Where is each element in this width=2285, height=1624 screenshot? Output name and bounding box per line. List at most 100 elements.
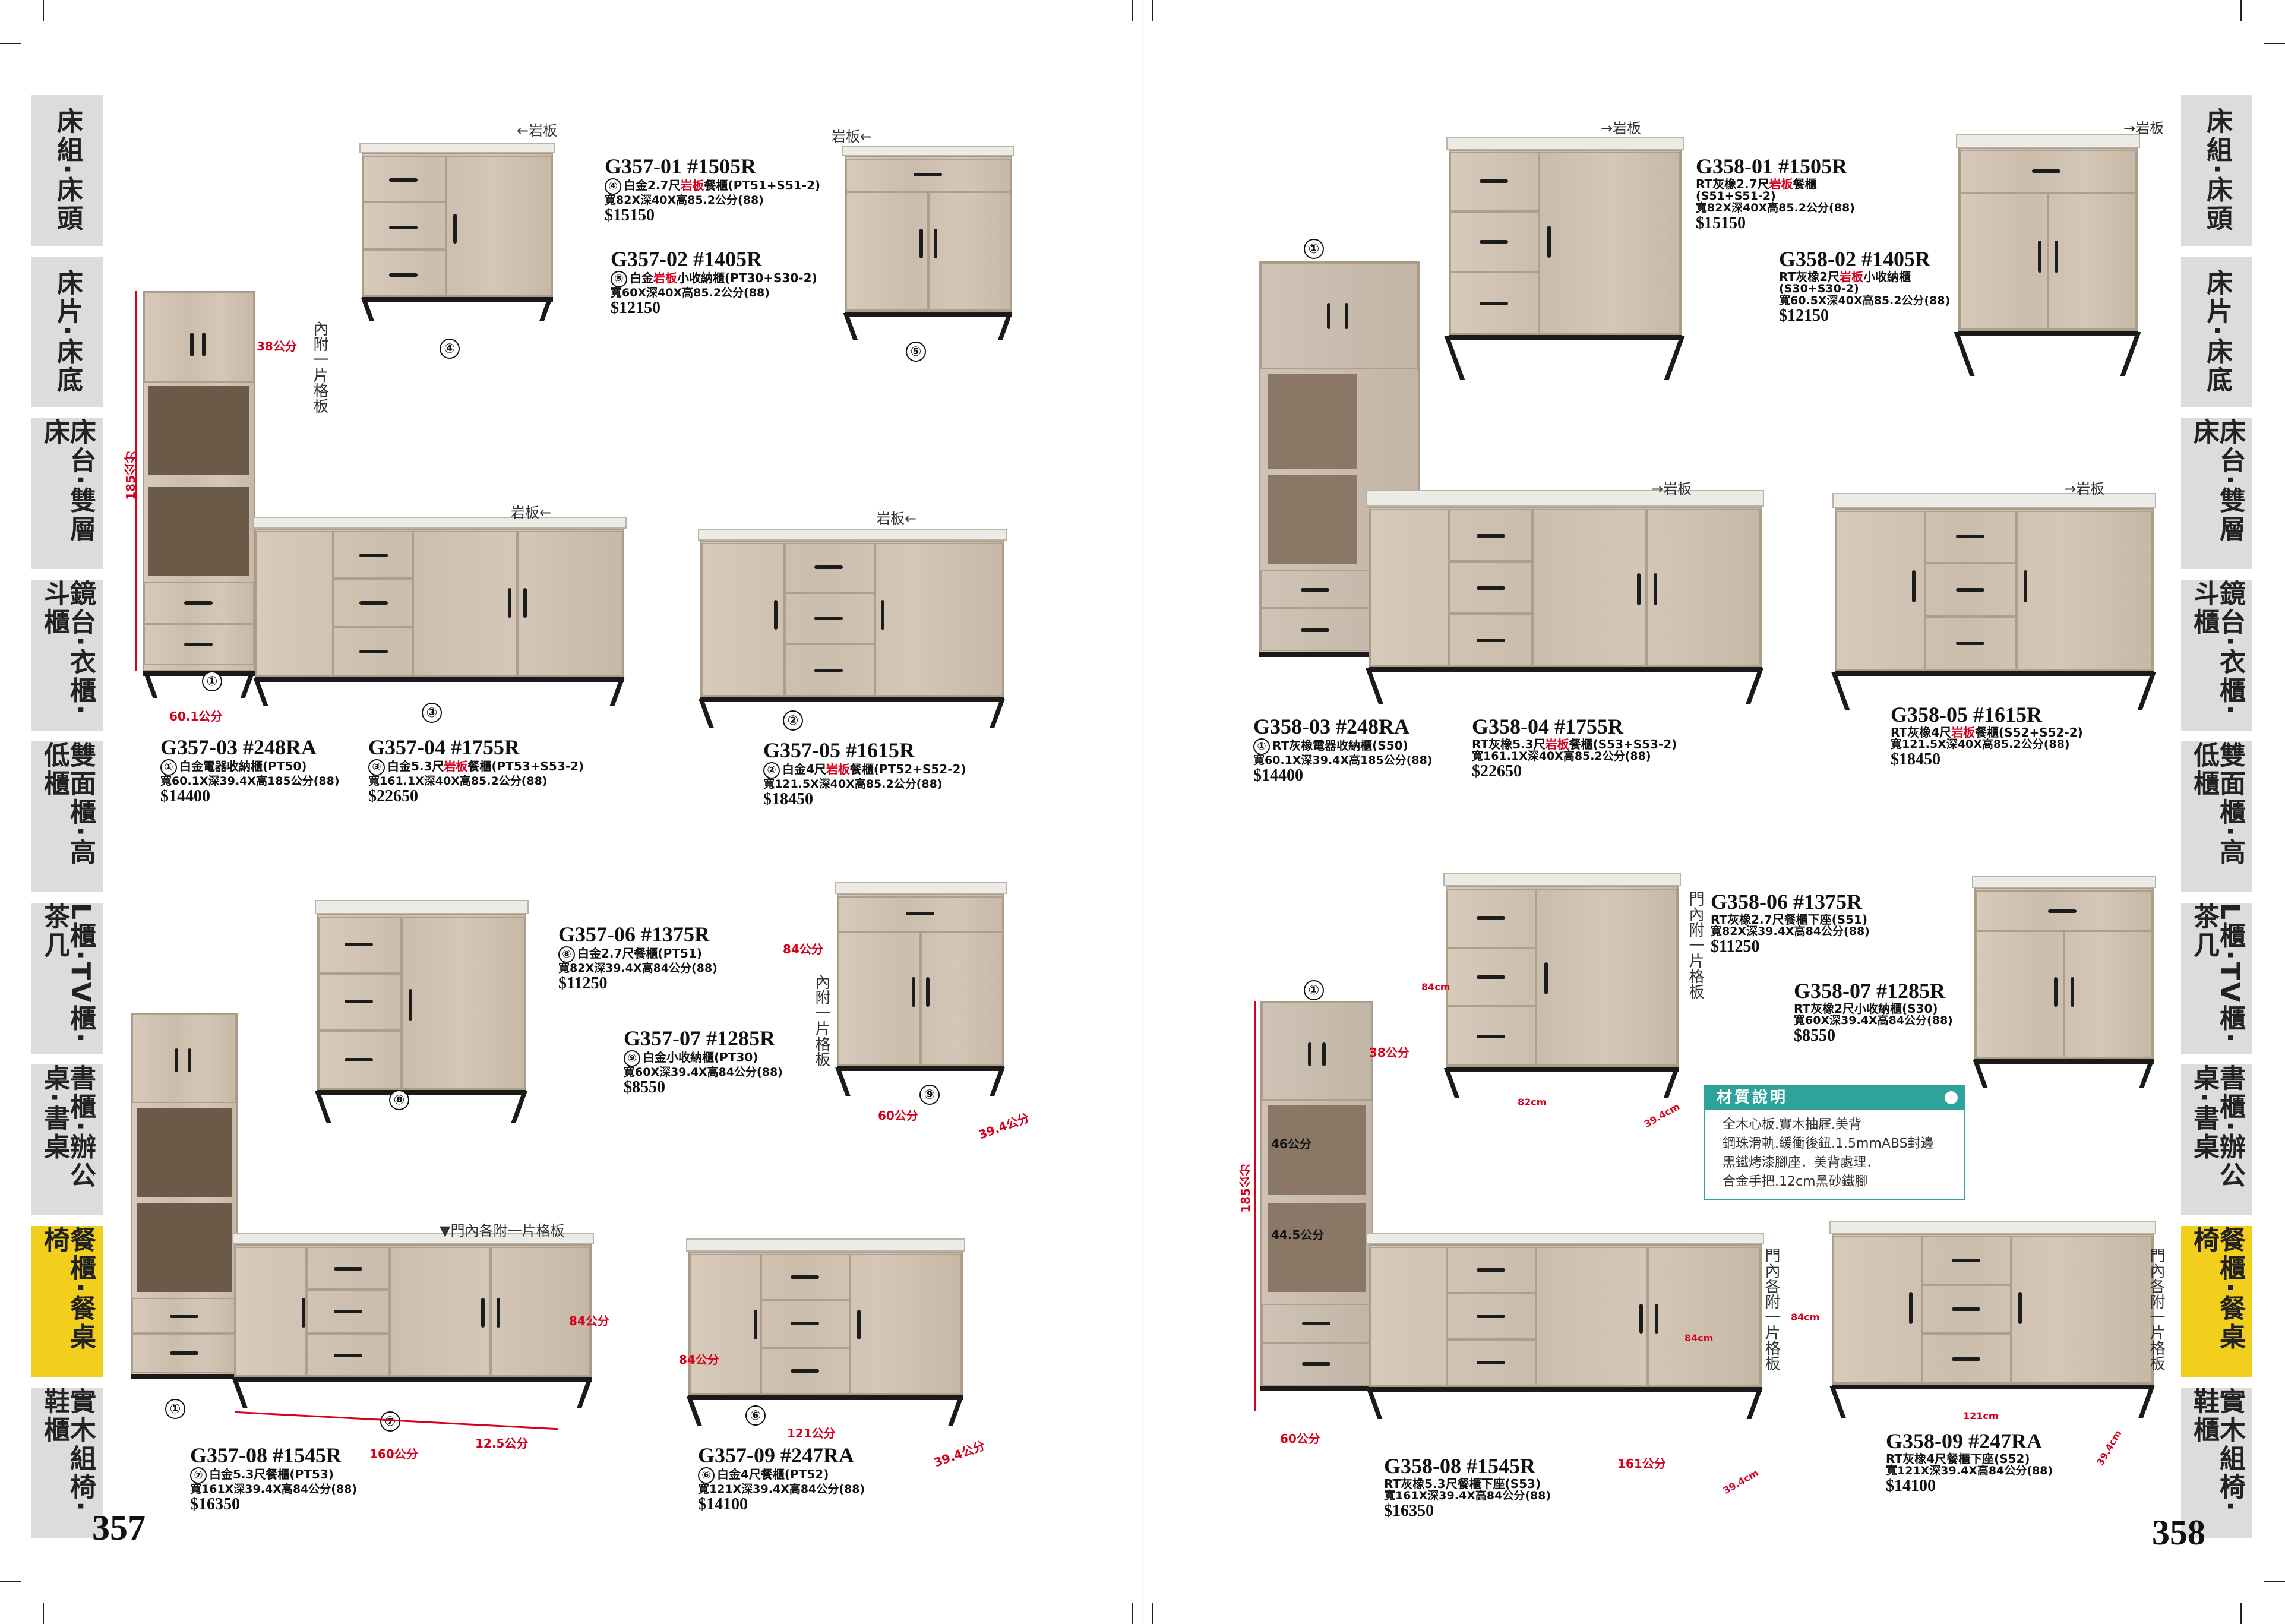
tab-double-cabinet[interactable]: 雙面櫃‧高低櫃 [31,741,103,892]
side-tabs-right: 床組‧床頭 床片‧床底 床台‧雙層床 鏡台‧衣櫃‧斗櫃 雙面櫃‧高低櫃 L櫃‧T… [2181,95,2252,1549]
product-size: 寬60.5X深40X高85.2公分(88) [1779,293,1951,307]
dimension-line [135,291,137,671]
tab-wood-chair[interactable]: 實木組椅‧鞋櫃 [31,1388,103,1538]
door-shelf-note: 門內附一片格板 [1686,891,1704,999]
tab-tv-cabinet[interactable]: L櫃‧TV櫃‧茶几 [2181,903,2252,1054]
product-price: $18450 [763,789,813,808]
tab-dresser[interactable]: 鏡台‧衣櫃‧斗櫃 [2181,580,2252,731]
crop-mark [43,1603,44,1624]
dim-121: 121公分 [787,1426,836,1440]
dim-39-4: 39.4公分 [976,1110,1032,1142]
dim-84: 84公分 [679,1353,719,1367]
product-price: $14400 [1253,766,1303,785]
product-code: G357-02 #1405R [611,247,762,271]
tab-wood-chair[interactable]: 實木組椅‧鞋櫃 [2181,1388,2252,1538]
tab-dining[interactable]: 餐櫃‧餐桌椅 [31,1226,103,1377]
product-label-g358-02: G358-02 #1405R RT灰橡2尺岩板小收納櫃 (S30+S30-2) … [1779,247,1951,325]
tab-dining[interactable]: 餐櫃‧餐桌椅 [2181,1226,2252,1377]
product-label-g358-04: G358-04 #1755R RT灰橡5.3尺岩板餐櫃(S53+S53-2) 寬… [1472,715,1677,781]
product-price: $14400 [160,786,210,805]
product-size: 寬121.5X深40X高85.2公分(88) [1891,737,2070,751]
crop-mark [0,1581,21,1582]
dim-39-4cm: 39.4cm [1721,1467,1761,1497]
page-fold [1142,0,1143,1624]
page-number-right: 358 [2152,1513,2205,1552]
tab-bed-panel[interactable]: 床片‧床底 [2181,257,2252,407]
product-size: 寬60X深39.4X高84公分(88) [1794,1013,1953,1027]
dim-121cm: 121cm [1963,1410,1999,1421]
product-size: 寬161.1X深40X高85.2公分(88) [1472,749,1651,763]
product-size: 寬161X深39.4X高84公分(88) [1384,1489,1551,1502]
rock-slab-note: →岩板 [1601,120,1642,137]
tab-bookcase[interactable]: 書櫃‧辦公桌‧書桌 [31,1064,103,1215]
product-label-g358-09: G358-09 #247RA RT灰橡4尺餐櫃下座(S52) 寬121X深39.… [1886,1429,2053,1495]
dim-84: 84公分 [783,942,823,956]
tab-bed-set[interactable]: 床組‧床頭 [2181,95,2252,246]
cabinet-image-g357-07 [835,882,1007,1108]
item-circle-1: ① [202,671,222,691]
cabinet-image-g358-04 [1366,490,1764,740]
cabinet-image-g357-02 [842,146,1014,347]
product-size: 寬60X深40X高85.2公分(88) [611,286,770,299]
product-price: $15150 [605,206,655,225]
cabinet-image-g358-09 [1829,1221,2156,1423]
rock-slab-note: →岩板 [2123,120,2164,137]
product-price: $8550 [1794,1026,1835,1045]
product-price: $14100 [698,1495,748,1514]
product-size: 寬161.1X深40X高85.2公分(88) [368,774,548,788]
tab-bed-panel[interactable]: 床片‧床底 [31,257,103,407]
door-shelf-note: ▼門內各附一片格板 [440,1222,565,1239]
dim-44-5: 44.5公分 [1271,1228,1325,1242]
tab-dresser[interactable]: 鏡台‧衣櫃‧斗櫃 [31,580,103,731]
cabinet-image-g357-08-tall [131,1013,238,1387]
product-price: $16350 [1384,1501,1434,1520]
product-price: $22650 [368,786,418,805]
product-size: 寬60X深39.4X高84公分(88) [624,1065,783,1079]
tab-bookcase[interactable]: 書櫃‧辦公桌‧書桌 [2181,1064,2252,1215]
cabinet-image-g357-09 [686,1238,965,1435]
product-price: $11250 [558,974,608,993]
product-label-g358-01: G358-01 #1505R RT灰橡2.7尺岩板餐櫃 (S51+S51-2) … [1696,154,1855,232]
dim-39-4: 39.4公分 [932,1438,987,1470]
item-circle-1d: ① [1304,980,1324,1000]
cabinet-image-g358-08 [1366,1233,1764,1423]
item-circle-8: ⑧ [389,1090,409,1110]
product-code: G357-04 #1755R [368,735,520,759]
cabinet-image-g358-07 [1972,876,2156,1090]
product-code: G358-09 #247RA [1886,1429,2042,1453]
product-code: G358-03 #248RA [1253,715,1409,738]
cabinet-image-g358-05 [1831,493,2156,743]
product-code: G357-09 #247RA [698,1443,854,1467]
product-size: 寬121.5X深40X高85.2公分(88) [763,777,943,791]
tab-double-cabinet[interactable]: 雙面櫃‧高低櫃 [2181,741,2252,892]
dim-12-5: 12.5公分 [475,1436,529,1451]
dim-39-4cm: 39.4cm [1642,1100,1682,1130]
door-each-shelf-note: 門內各附一片格板 [1762,1247,1780,1371]
dim-84cm: 84cm [1421,981,1450,993]
dim-height-185: 185公分 [1238,1164,1253,1213]
product-price: $22650 [1472,762,1522,781]
product-price: $11250 [1711,937,1760,956]
material-line: 合金手把.12cm黑砂鐵腳 [1723,1174,1868,1189]
tab-bed-frame[interactable]: 床台‧雙層床 [2181,418,2252,569]
dim-60: 60公分 [878,1108,918,1123]
cabinet-image-g358-02 [1954,134,2141,383]
cabinet-image-g358-01 [1444,137,1685,386]
product-code: G358-02 #1405R [1779,247,1930,271]
item-circle-2: ② [783,710,803,731]
tab-bed-set[interactable]: 床組‧床頭 [31,95,103,246]
material-line: 全木心板.實木抽屜.美背 [1723,1117,1861,1132]
product-price: $14100 [1886,1476,1936,1495]
product-size: 寬121X深39.4X高84公分(88) [1886,1464,2053,1477]
tab-bed-frame[interactable]: 床台‧雙層床 [31,418,103,569]
rock-slab-note: →岩板 [1651,481,1692,497]
tab-tv-cabinet[interactable]: L櫃‧TV櫃‧茶几 [31,903,103,1054]
product-size: 寬82X深39.4X高84公分(88) [1711,924,1870,938]
dim-46: 46公分 [1271,1137,1311,1151]
product-size: 寬82X深39.4X高84公分(88) [558,961,718,975]
